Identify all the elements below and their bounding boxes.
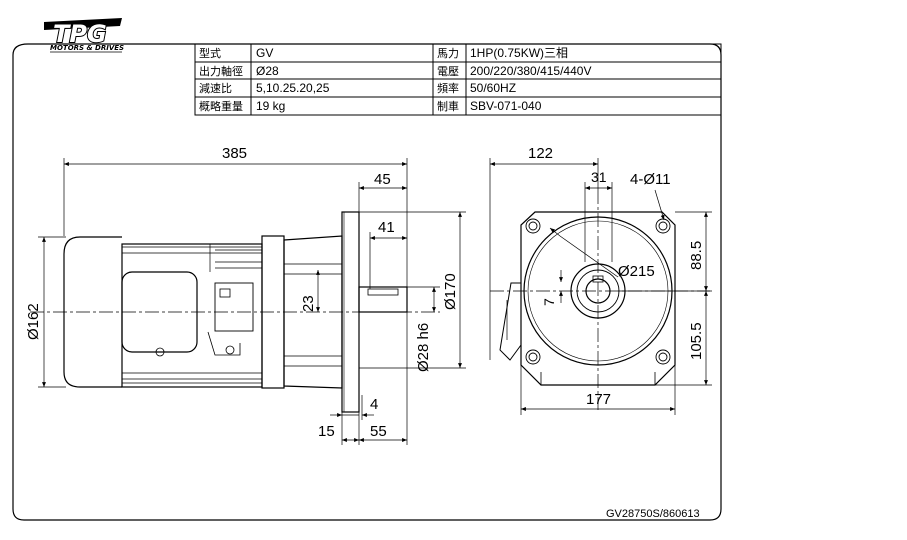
spec-row-1: 型式 GV 馬力 1HP(0.75KW)三相 — [199, 46, 568, 60]
spec-label-power: 馬力 — [437, 47, 459, 60]
dim-center-to-edge: 122 — [528, 145, 553, 162]
output-shaft — [358, 286, 408, 313]
dim-shaft-diameter: Ø28 h6 — [415, 323, 432, 372]
front-view-dimension-labels: 122 31 4-Ø11 Ø215 7 88.5 105.5 177 — [528, 145, 705, 408]
spec-value-voltage: 200/220/380/415/440V — [470, 64, 591, 78]
side-view-dimension-labels: 385 45 41 Ø162 23 Ø28 h6 Ø170 4 15 55 — [25, 145, 459, 440]
spec-label-ratio: 減速比 — [199, 81, 232, 95]
spec-label-model: 型式 — [199, 46, 221, 60]
dim-key-offset: 23 — [300, 295, 317, 312]
side-view-dimensions — [38, 158, 466, 445]
dim-flange-diameter: Ø170 — [442, 273, 459, 310]
dim-lower-height: 105.5 — [688, 322, 705, 360]
spec-row-2: 出力軸徑 Ø28 電壓 200/220/380/415/440V — [199, 64, 591, 78]
motor-body — [121, 243, 263, 388]
drawing-number: GV28750S/860613 — [606, 508, 700, 520]
spec-value-ratio: 5,10.25.20,25 — [256, 81, 330, 95]
dim-key-width: 31 — [591, 169, 607, 185]
spec-row-4: 概略重量 19 kg 制車 SBV-071-040 — [199, 99, 542, 113]
spec-label-weight: 概略重量 — [199, 99, 243, 113]
dim-spigot: 4 — [370, 396, 378, 413]
front-view — [490, 190, 710, 410]
spec-value-power: 1HP(0.75KW)三相 — [470, 46, 568, 60]
dim-key-depth: 7 — [541, 298, 557, 306]
logo-brand-text: TPG — [53, 20, 107, 48]
front-shaft — [585, 278, 611, 304]
spec-value-model: GV — [256, 46, 273, 60]
spec-value-frequency: 50/60HZ — [470, 81, 516, 95]
front-view-dimensions — [489, 158, 712, 415]
dim-shaft-length: 41 — [378, 219, 395, 236]
dim-flange-thickness: 15 — [318, 423, 335, 440]
dim-shaft-projection: 55 — [370, 423, 387, 440]
side-view — [30, 211, 440, 413]
dim-upper-height: 88.5 — [688, 241, 705, 270]
dim-flange-to-end: 45 — [374, 171, 391, 188]
spec-label-voltage: 電壓 — [437, 65, 459, 78]
dim-motor-diameter: Ø162 — [25, 303, 42, 340]
spec-value-weight: 19 kg — [256, 99, 285, 113]
bolt-holes — [525, 218, 671, 365]
spec-value-shaft: Ø28 — [256, 64, 279, 78]
drawing-frame — [12, 43, 722, 521]
spec-table: 型式 GV 馬力 1HP(0.75KW)三相 出力軸徑 Ø28 電壓 200/2… — [194, 43, 722, 116]
dim-hole-spec: 4-Ø11 — [630, 171, 671, 188]
spec-value-brake: SBV-071-040 — [470, 99, 542, 113]
brand-logo: TPG MOTORS & DRIVES — [44, 18, 124, 53]
dim-pcd: Ø215 — [618, 263, 655, 280]
spec-row-3: 減速比 5,10.25.20,25 頻率 50/60HZ — [199, 81, 516, 95]
terminal-box-side — [499, 282, 522, 361]
spec-label-frequency: 頻率 — [437, 81, 459, 95]
logo-tagline: MOTORS & DRIVES — [50, 44, 124, 52]
terminal-box — [121, 271, 198, 353]
dim-width: 177 — [586, 391, 611, 408]
spec-label-brake: 制車 — [437, 99, 459, 113]
spec-label-shaft: 出力軸徑 — [199, 64, 243, 78]
fan-cover — [63, 236, 122, 388]
dim-overall-length: 385 — [222, 145, 247, 162]
